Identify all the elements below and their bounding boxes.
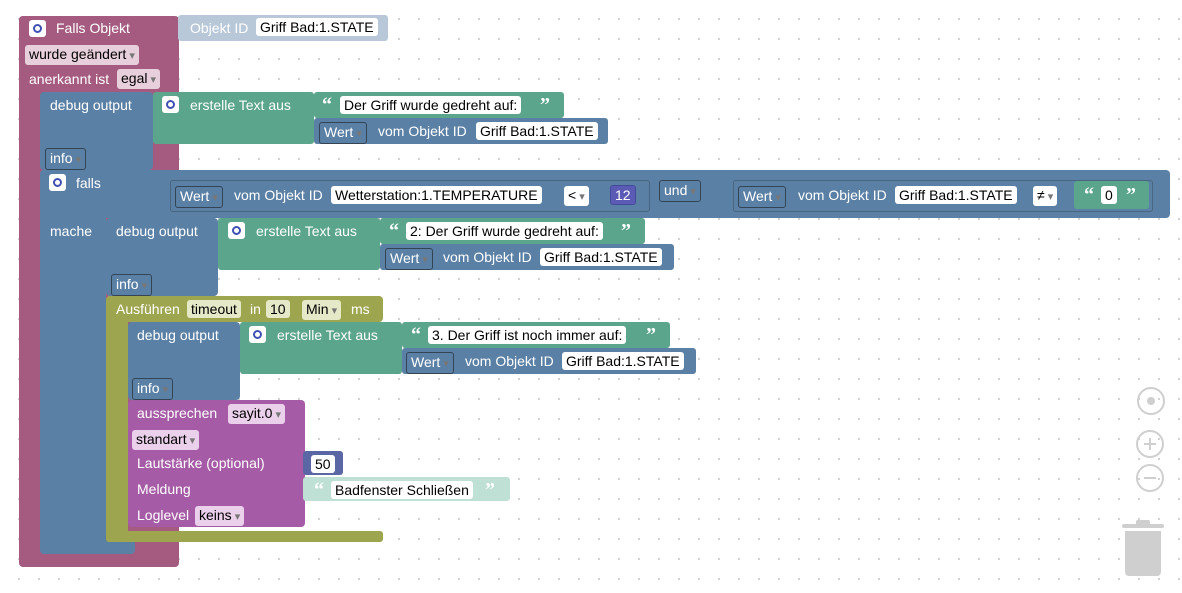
ack-dropdown[interactable]: egal [117,69,161,89]
timeout-body [106,296,128,542]
debug3-level[interactable]: info [132,378,174,400]
debug1-create-text: erstelle Text aus [190,97,291,113]
if-op1[interactable]: < [564,186,589,206]
ack-label: anerkannt ist [29,71,110,87]
debug3-string[interactable]: 3. Der Griff ist noch immer auf: [428,326,627,344]
debug1-value-dropdown[interactable]: Wert [319,122,367,144]
quote-open-icon: “ [1084,184,1094,206]
debug2-level[interactable]: info [111,274,153,296]
say-message[interactable]: Badfenster Schließen [331,481,473,499]
if-op2[interactable]: ≠ [1033,186,1058,206]
debug2-gear-icon[interactable] [228,222,245,239]
and-dropdown[interactable]: und [659,180,701,202]
say-volume[interactable]: 50 [311,455,335,473]
if-obj1[interactable]: Wetterstation:1.TEMPERATURE [331,186,542,204]
zoom-in-icon[interactable] [1136,430,1164,458]
debug3-gear-icon[interactable] [249,326,266,343]
debug1-gear-icon[interactable] [162,96,179,113]
quote-close-icon: ” [621,220,631,242]
quote-open-icon: “ [389,220,399,242]
say-instance[interactable]: sayit.0 [228,404,286,424]
if-gear-icon[interactable] [49,174,66,191]
quote-open-icon: “ [314,479,324,501]
if-from-obj-2: vom Objekt ID [798,187,887,203]
target-icon[interactable] [1137,387,1165,415]
timeout-unit[interactable]: Min [302,300,342,320]
debug1-level[interactable]: info [45,148,87,170]
quote-close-icon: ” [646,324,656,346]
say-label: aussprechen [137,405,218,421]
say-volume-label: Lautstärke (optional) [137,455,265,471]
quote-close-icon: ” [540,94,550,116]
object-id-label: Objekt ID [190,20,249,36]
if-value1-dropdown[interactable]: Wert [175,186,223,208]
trigger-title: Falls Objekt [56,20,130,36]
debug1-from-obj: vom Objekt ID [378,123,467,139]
say-mode[interactable]: standart [132,430,200,450]
object-id-field[interactable]: Griff Bad:1.STATE [256,18,378,36]
debug2-value-dropdown[interactable]: Wert [385,248,433,270]
if-label: falls [76,175,101,191]
timeout-value[interactable]: 10 [266,300,290,318]
timeout-name[interactable]: timeout [187,300,241,318]
debug2-from-obj: vom Objekt ID [443,249,532,265]
changed-dropdown[interactable]: wurde geändert [25,45,139,65]
debug2-create-text: erstelle Text aus [256,223,357,239]
debug3-create-text: erstelle Text aus [277,327,378,343]
debug1-text-block[interactable] [153,92,314,144]
debug2-string[interactable]: 2: Der Griff wurde gedreht auf: [406,222,603,240]
debug3-from-obj: vom Objekt ID [465,353,554,369]
say-loglevel-label: Loglevel [137,507,190,523]
if-from-obj-1: vom Objekt ID [234,187,323,203]
if-obj2[interactable]: Griff Bad:1.STATE [895,186,1017,204]
debug1-label: debug output [50,97,132,113]
debug3-label: debug output [137,327,219,343]
debug3-value-dropdown[interactable]: Wert [406,352,454,374]
quote-close-icon: ” [485,479,495,501]
quote-close-icon: ” [1126,184,1136,206]
debug3-text-block[interactable] [240,322,402,374]
quote-open-icon: “ [411,324,421,346]
timeout-in: in [250,301,261,317]
say-loglevel[interactable]: keins [195,506,245,526]
if-footer [40,540,135,554]
if-string[interactable]: 0 [1101,186,1117,204]
if-value2-dropdown[interactable]: Wert [738,186,786,208]
timeout-footer [106,531,383,542]
trigger-gear-icon[interactable] [29,20,46,37]
if-number[interactable]: 12 [610,185,636,205]
debug2-text-block[interactable] [218,218,380,270]
trash-icon[interactable] [1122,520,1164,576]
debug2-obj[interactable]: Griff Bad:1.STATE [540,248,662,266]
timeout-label: Ausführen [116,301,180,317]
debug2-label: debug output [116,223,198,239]
debug1-obj[interactable]: Griff Bad:1.STATE [476,122,598,140]
timeout-ms: ms [351,301,370,317]
zoom-out-icon[interactable] [1136,464,1164,492]
say-message-label: Meldung [137,481,191,497]
do-label: mache [50,223,93,239]
if-body [40,170,106,554]
debug1-string[interactable]: Der Griff wurde gedreht auf: [340,96,522,114]
quote-open-icon: “ [322,94,332,116]
debug3-obj[interactable]: Griff Bad:1.STATE [562,352,684,370]
